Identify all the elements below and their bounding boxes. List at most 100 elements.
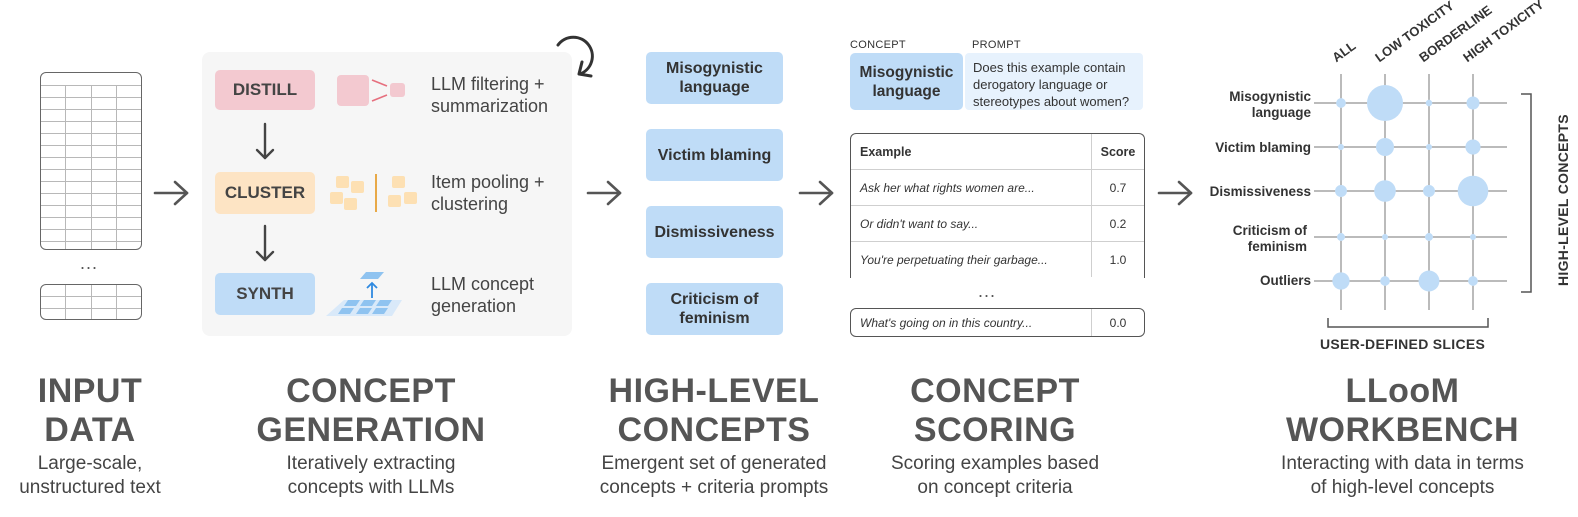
sheet-cell [41,122,67,133]
sheet-row [41,158,141,170]
sheet-cell [66,230,92,241]
sheet-cell [117,170,141,181]
sheet-cell [66,309,92,319]
concept-slice-bubble [1466,96,1480,110]
row-label-victim-blaming: Victim blaming [1180,140,1311,156]
high-level-concepts-caption: HIGH-LEVEL CONCEPTS Emergent set of gene… [574,372,854,500]
concept-slice-bubble [1426,144,1432,150]
sheet-cell [41,194,67,205]
concept-criticism-of-feminism: Criticism of feminism [646,283,783,335]
subtitle-line: Scoring examples based [890,453,1100,474]
down-arrow-icon [255,122,275,160]
input-data-sheet-top [40,72,142,250]
title-line: GENERATION [256,411,486,449]
sheet-cell [66,158,92,169]
flow-arrow-icon [586,180,622,206]
score-cell: 0.0 [1109,315,1127,330]
sheet-cell [92,182,117,193]
column-label-all: ALL [1329,38,1359,65]
row-label-line: Misogynistic [1229,89,1311,104]
synth-step: SYNTH [215,273,315,315]
example-cell: Or didn't want to say... [851,206,1092,241]
example-cell: You're perpetuating their garbage... [851,242,1092,277]
title-line: DATA [44,411,136,449]
y-axis-bracket [1521,93,1532,293]
sheet-cell [92,122,117,133]
down-arrow-icon [255,224,275,262]
concept-slice-bubble [1380,276,1390,286]
sheet-cell [41,206,67,217]
sheet-cell [41,146,67,157]
distill-desc-line1: LLM filtering + [431,74,545,94]
title-line: WORKBENCH [1285,411,1520,449]
sheet-cell [92,285,117,296]
row-label-line: feminism [1247,239,1307,254]
sheet-cell [117,146,141,157]
cluster-squares-icon [330,174,417,212]
sheet-cell [117,158,141,169]
concept-slice-bubble [1338,144,1344,150]
sheet-cell [66,285,92,296]
table-row-last: What's going on in this country... 0.0 [850,308,1145,337]
table-row: You're perpetuating their garbage... 1.0 [851,242,1144,277]
sheet-cell [117,230,141,241]
concept-slice-bubble [1367,85,1403,121]
concept-generation-title: CONCEPT GENERATION [236,372,506,450]
prompt-line3: stereotypes about women? [973,94,1130,109]
flow-arrow-icon [1157,180,1193,206]
concept-slice-bubble [1465,139,1481,155]
row-label-line: language [1251,105,1311,120]
sheet-cell [117,122,141,133]
sheet-cell [117,297,141,308]
prompt-label: PROMPT [972,39,1021,51]
concept-scoring-title: CONCEPT SCORING [860,372,1130,450]
sheet-cell [41,158,67,169]
title-line: CONCEPT [910,372,1080,410]
concept-slice-bubble [1336,98,1346,108]
score-column-header: Score [1100,144,1136,159]
sheet-cell [92,146,117,157]
input-data-ellipsis: ... [80,253,99,273]
subtitle-line: Iteratively extracting [286,453,456,474]
sheet-cell [66,297,92,308]
example-cell: Ask her what rights women are... [851,170,1092,205]
sheet-cell [41,110,67,121]
sheet-cell [41,134,67,145]
sheet-cell [66,218,92,229]
sheet-cell [66,242,92,249]
row-label-dismissiveness: Dismissiveness [1180,184,1311,200]
row-label-misogynistic-language: Misogynistic language [1180,89,1311,121]
sheet-cell [41,309,67,319]
input-data-sheet-bottom [40,284,142,320]
subtitle-line: of high-level concepts [1310,477,1495,498]
sheet-cell [66,98,92,109]
x-axis-title: USER-DEFINED SLICES [1320,336,1486,352]
sheet-row [41,218,141,230]
sheet-row [41,297,141,309]
title-line: LLooM [1345,372,1460,410]
sheet-cell [92,110,117,121]
concept-slice-bubble [1374,180,1396,202]
sheet-cell [66,206,92,217]
cluster-desc-line1: Item pooling + [431,172,545,192]
sheet-cell [41,170,67,181]
subtitle-line: Emergent set of generated [601,453,827,474]
distill-desc-line2: summarization [431,96,549,116]
concept-slice-bubble [1376,138,1394,156]
score-table-header: Example Score [851,134,1144,170]
subtitle-line: Large-scale, [37,453,143,474]
subtitle-line: Interacting with data in terms [1281,453,1524,474]
subtitle-line: unstructured text [19,477,161,498]
sheet-cell [41,98,67,109]
sheet-cell [41,242,67,249]
flow-arrow-icon [798,180,834,206]
score-cell: 0.2 [1109,216,1127,231]
sheet-cell [92,98,117,109]
concept-slice-bubble [1470,234,1476,240]
iterate-loop-icon [556,35,594,78]
table-row: Or didn't want to say... 0.2 [851,206,1144,242]
row-label-line: Dismissiveness [1209,184,1311,199]
sheet-row [41,206,141,218]
sheet-row [41,146,141,158]
concept-scoring-subtitle: Scoring examples based on concept criter… [860,452,1130,500]
